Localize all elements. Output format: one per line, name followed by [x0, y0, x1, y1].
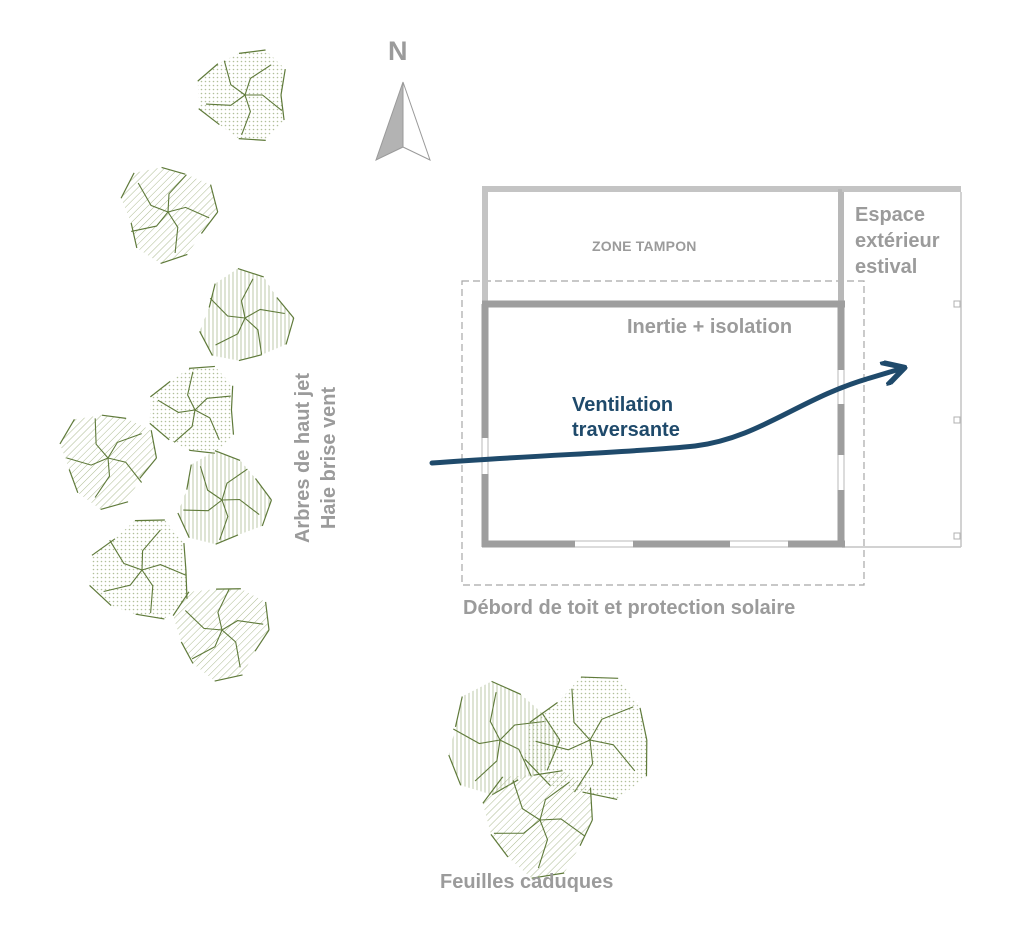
tree-canopy-icon: [173, 589, 269, 681]
tree-canopy-icon: [178, 451, 272, 545]
summer-space-line: extérieur: [855, 228, 940, 254]
ventilation-label: Ventilation traversante: [572, 393, 680, 443]
tree-canopy-icon: [60, 415, 157, 509]
windbreak-line: Haie brise vent: [316, 373, 342, 543]
roof-overhang-label: Débord de toit et protection solaire: [463, 597, 795, 620]
north-arrow-icon: [376, 82, 430, 160]
tree-canopy-icon: [121, 167, 218, 263]
post-marker: [954, 301, 960, 307]
zone-tampon-label: ZONE TAMPON: [592, 238, 697, 254]
tree-canopy-icon: [200, 269, 294, 361]
summer-space-line: estival: [855, 254, 940, 280]
tree-canopy-icon: [198, 50, 286, 140]
north-label: N: [388, 36, 408, 67]
summer-space-line: Espace: [855, 202, 940, 228]
windbreak-line: Arbres de haut jet: [290, 373, 316, 543]
ventilation-line: Ventilation: [572, 393, 680, 418]
summer-space-label: Espace extérieur estival: [855, 202, 940, 280]
windbreak-trees-label: Arbres de haut jet Haie brise vent: [290, 373, 342, 543]
inertia-insulation-label: Inertie + isolation: [627, 316, 792, 339]
ventilation-line: traversante: [572, 418, 680, 443]
post-marker: [954, 533, 960, 539]
tree-clusters: [60, 50, 647, 878]
post-marker: [954, 417, 960, 423]
tree-canopy-icon: [483, 771, 592, 879]
tree-canopy-icon: [150, 366, 234, 453]
tree-canopy-icon: [90, 520, 187, 619]
deciduous-trees-label: Feuilles caduques: [440, 871, 613, 894]
